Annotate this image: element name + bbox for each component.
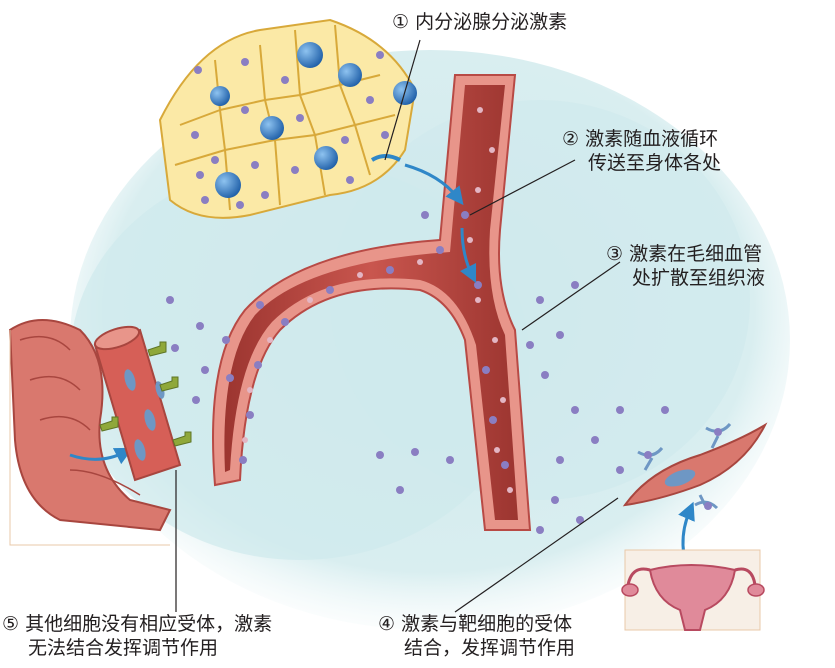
nucleus bbox=[314, 146, 338, 170]
label-step4-line1: ④ 激素与靶细胞的受体 bbox=[378, 612, 575, 636]
nucleus bbox=[210, 86, 230, 106]
label-step1: ① 内分泌腺分泌激素 bbox=[392, 10, 567, 34]
nucleus bbox=[215, 172, 241, 198]
uterus bbox=[622, 550, 764, 630]
label-step4: ④ 激素与靶细胞的受体 结合，发挥调节作用 bbox=[378, 612, 575, 660]
label-step3-line1: ③ 激素在毛细血管 bbox=[606, 242, 765, 266]
label-step3-line2: 处扩散至组织液 bbox=[606, 266, 765, 290]
label-step2-line2: 传送至身体各处 bbox=[562, 151, 721, 175]
label-step5: ⑤ 其他细胞没有相应受体，激素 无法结合发挥调节作用 bbox=[2, 612, 272, 660]
label-step2: ② 激素随血液循环 传送至身体各处 bbox=[562, 127, 721, 175]
nucleus bbox=[297, 42, 323, 68]
nucleus bbox=[260, 116, 284, 140]
label-step3: ③ 激素在毛细血管 处扩散至组织液 bbox=[606, 242, 765, 290]
label-step5-line2: 无法结合发挥调节作用 bbox=[2, 636, 272, 660]
nucleus bbox=[338, 63, 362, 87]
label-step4-line2: 结合，发挥调节作用 bbox=[378, 636, 575, 660]
label-step1-line1: ① 内分泌腺分泌激素 bbox=[392, 10, 567, 34]
label-step2-line1: ② 激素随血液循环 bbox=[562, 127, 721, 151]
label-step5-line1: ⑤ 其他细胞没有相应受体，激素 bbox=[2, 612, 272, 636]
